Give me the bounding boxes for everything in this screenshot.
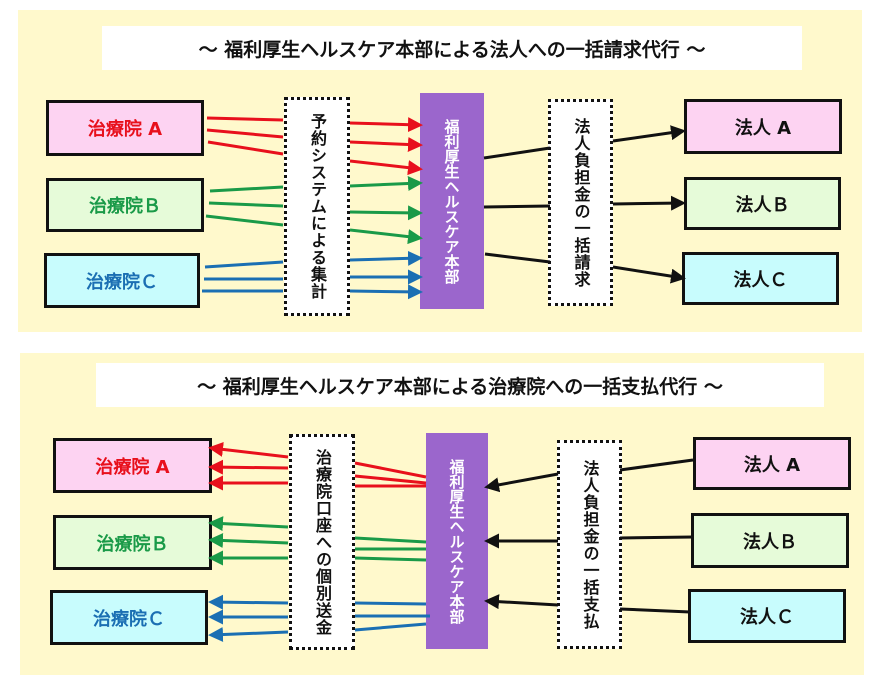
payment-clinic-b: 治療院Ｂ: [53, 515, 212, 570]
flow-line-24: [354, 461, 427, 479]
billing-title: ～ 福利厚生ヘルスケア本部による法人への一括請求代行 ～: [102, 26, 802, 70]
flow-arrow-23: [612, 265, 686, 284]
billing-hq-box: 福利厚生ヘルスケア本部: [420, 93, 484, 309]
flow-line-29: [354, 556, 427, 562]
flow-line-45: [619, 458, 694, 472]
flow-arrow-17: [349, 284, 423, 300]
bulk-billing-box: 法人負担金の一括請求: [548, 99, 613, 306]
flow-arrow-41: [208, 627, 289, 643]
flow-line-27: [354, 536, 427, 544]
payment-clinic-a: 治療院 A: [53, 438, 212, 493]
flow-line-20: [484, 252, 551, 264]
flow-arrow-15: [349, 250, 423, 266]
flow-arrow-34: [208, 459, 289, 475]
billing-clinic-b: 治療院Ｂ: [46, 178, 204, 232]
payment-title: ～ 福利厚生ヘルスケア本部による治療院への一括支払代行 ～: [96, 363, 824, 407]
flow-line-46: [619, 535, 694, 540]
flow-arrow-13: [349, 205, 423, 221]
billing-clinic-a: 治療院 A: [46, 100, 204, 156]
flow-line-30: [354, 601, 427, 606]
flow-arrow-10: [349, 136, 423, 152]
flow-line-19: [483, 204, 551, 209]
billing-corp-a: 法人 A: [684, 99, 842, 154]
bulk-payment-box: 法人負担金の一括支払: [557, 440, 622, 649]
payment-corp-b: 法人Ｂ: [691, 513, 849, 568]
flow-arrow-36: [208, 516, 289, 532]
flow-line-2: [207, 140, 284, 156]
flow-arrow-9: [349, 117, 423, 133]
flow-arrow-42: [484, 472, 559, 493]
payment-corp-c: 法人Ｃ: [688, 589, 846, 643]
payment-corp-a: 法人 A: [693, 437, 851, 490]
flow-arrow-21: [612, 125, 686, 143]
flow-line-25: [354, 474, 427, 485]
payment-hq-box: 福利厚生ヘルスケア本部: [426, 433, 488, 649]
billing-panel: ～ 福利厚生ヘルスケア本部による法人への一括請求代行 ～ 治療院 A 治療院Ｂ …: [18, 10, 862, 332]
flow-arrow-14: [349, 228, 423, 245]
flow-arrow-12: [349, 176, 423, 192]
payment-clinic-c: 治療院Ｃ: [50, 590, 208, 645]
flow-arrow-44: [484, 594, 559, 610]
flow-arrow-33: [208, 441, 289, 459]
billing-corp-b: 法人Ｂ: [684, 177, 841, 230]
flow-line-32: [354, 622, 427, 632]
flow-arrow-11: [349, 159, 423, 176]
aggregation-box: 予約システムによる集計: [284, 97, 350, 316]
flow-arrow-22: [612, 195, 686, 211]
flow-arrow-37: [208, 532, 289, 548]
billing-clinic-c: 治療院Ｃ: [44, 253, 200, 308]
flow-line-4: [208, 201, 284, 208]
flow-line-0: [206, 116, 284, 122]
transfer-box: 治療院口座への個別送金: [289, 434, 355, 650]
flow-line-1: [206, 128, 284, 139]
flow-line-47: [619, 607, 691, 614]
flow-line-6: [204, 260, 284, 269]
flow-line-5: [205, 214, 284, 227]
billing-corp-c: 法人Ｃ: [682, 252, 839, 305]
payment-panel: ～ 福利厚生ヘルスケア本部による治療院への一括支払代行 ～ 治療院 A 治療院Ｂ…: [20, 353, 864, 675]
flow-line-3: [209, 185, 284, 193]
flow-arrow-39: [208, 594, 289, 610]
flow-line-18: [483, 146, 551, 160]
